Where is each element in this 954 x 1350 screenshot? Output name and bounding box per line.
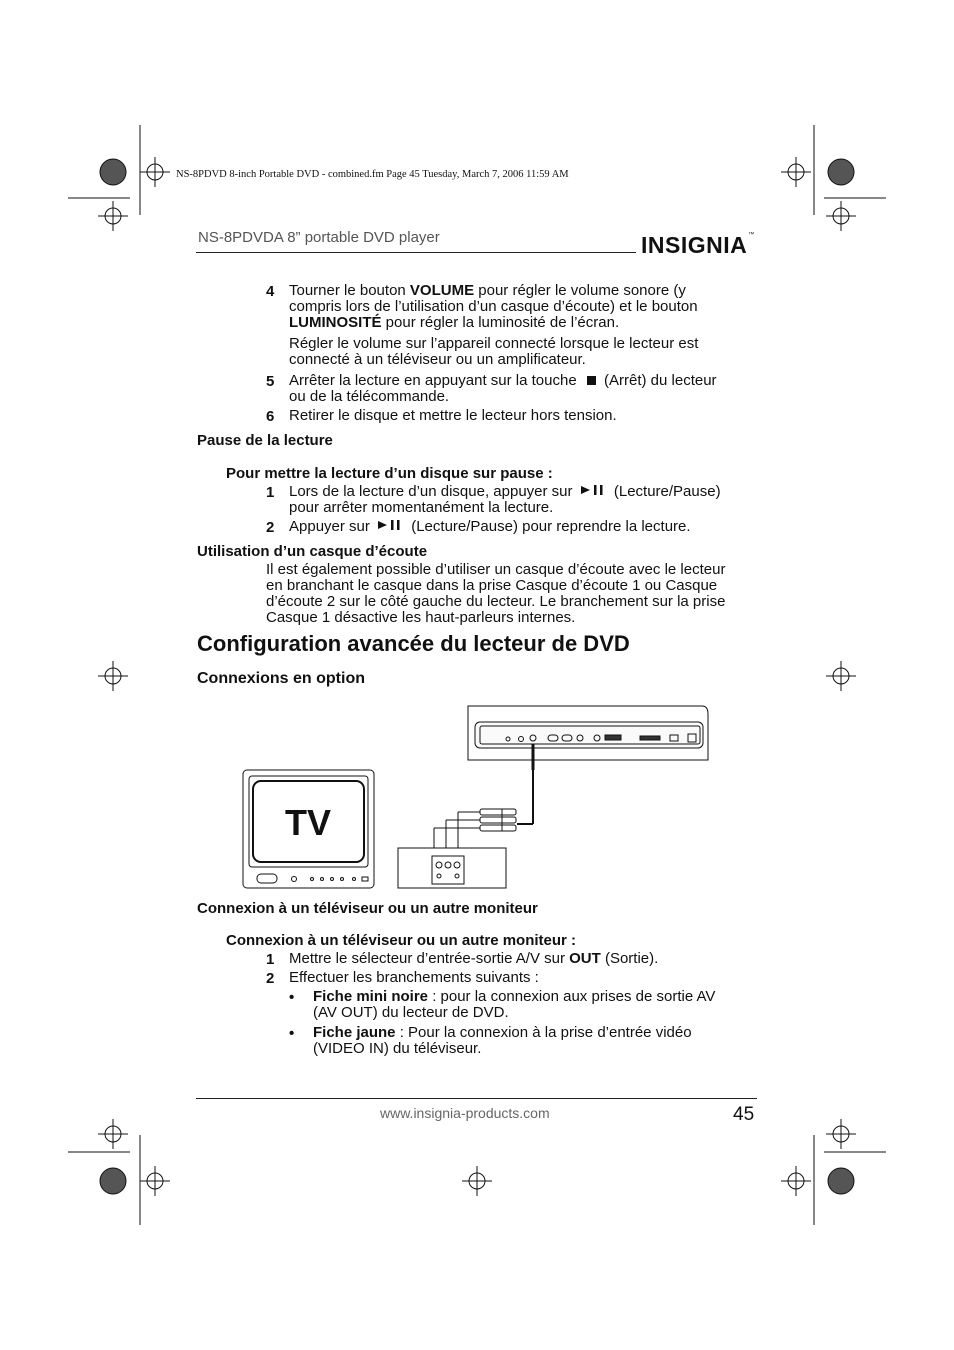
step-number: 1 — [266, 951, 275, 968]
dvd-player-illustration — [467, 705, 709, 761]
step-number: 2 — [266, 970, 275, 987]
bullet: • — [289, 1025, 295, 1042]
headphones-paragraph: Il est également possible d’utiliser un … — [266, 561, 726, 626]
section-title: Configuration avancée du lecteur de DVD — [197, 631, 630, 656]
step-5-text: Arrêter la lecture en appuyant sur la to… — [289, 372, 717, 405]
step-number: 2 — [266, 519, 275, 536]
play-pause-icon — [580, 484, 606, 500]
page-number: 45 — [733, 1104, 755, 1125]
pause-heading: Pause de la lecture — [197, 432, 333, 449]
step-number: 4 — [266, 283, 275, 300]
stop-icon — [586, 375, 596, 385]
pause-subheading: Pour mettre la lecture d’un disque sur p… — [226, 465, 553, 482]
insignia-logo: INSIGNIA™ — [641, 232, 755, 258]
connection-diagram: TV — [242, 705, 709, 889]
pause-step-1-text: Lors de la lecture d’un disque, appuyer … — [289, 483, 721, 517]
headphones-heading: Utilisation d’un casque d’écoute — [197, 543, 428, 560]
bullet-1-text: Fiche mini noire : pour la connexion aux… — [313, 988, 716, 1021]
tv-label: TV — [285, 802, 331, 843]
step-number: 6 — [266, 408, 275, 425]
header-product-name: NS-8PDVDA 8” portable DVD player — [198, 229, 440, 246]
connection-caption: Connexion à un téléviseur ou un autre mo… — [197, 900, 538, 917]
color-bar-disc-icon — [99, 158, 855, 1195]
footer-rule — [196, 1098, 757, 1099]
subsection-title: Connexions en option — [197, 670, 365, 687]
rca-plugs — [479, 808, 517, 832]
step-6-text: Retirer le disque et mettre le lecteur h… — [289, 407, 617, 424]
tv-illustration — [242, 769, 375, 889]
bullet: • — [289, 989, 295, 1006]
connection-subheading: Connexion à un téléviseur ou un autre mo… — [226, 932, 577, 949]
step-number: 5 — [266, 373, 275, 390]
step-4-text: Tourner le bouton VOLUME pour régler le … — [289, 282, 698, 331]
step-4-note: Régler le volume sur l’appareil connecté… — [289, 335, 699, 368]
pause-step-2-text: Appuyer sur (Lecture/Pause) pour reprend… — [289, 518, 691, 535]
footer-url: www.insignia-products.com — [380, 1105, 550, 1121]
connection-step-1-text: Mettre le sélecteur d’entrée-sortie A/V … — [289, 950, 659, 967]
bullet-2-text: Fiche jaune : Pour la connexion à la pri… — [313, 1024, 692, 1057]
framemaker-info: NS-8PDVD 8-inch Portable DVD - combined.… — [176, 169, 569, 180]
step-number: 1 — [266, 484, 275, 501]
connection-step-2-text: Effectuer les branchements suivants : — [289, 969, 539, 986]
registration-target-icon — [98, 157, 856, 1196]
header-rule — [196, 252, 636, 253]
play-pause-icon — [377, 519, 403, 535]
